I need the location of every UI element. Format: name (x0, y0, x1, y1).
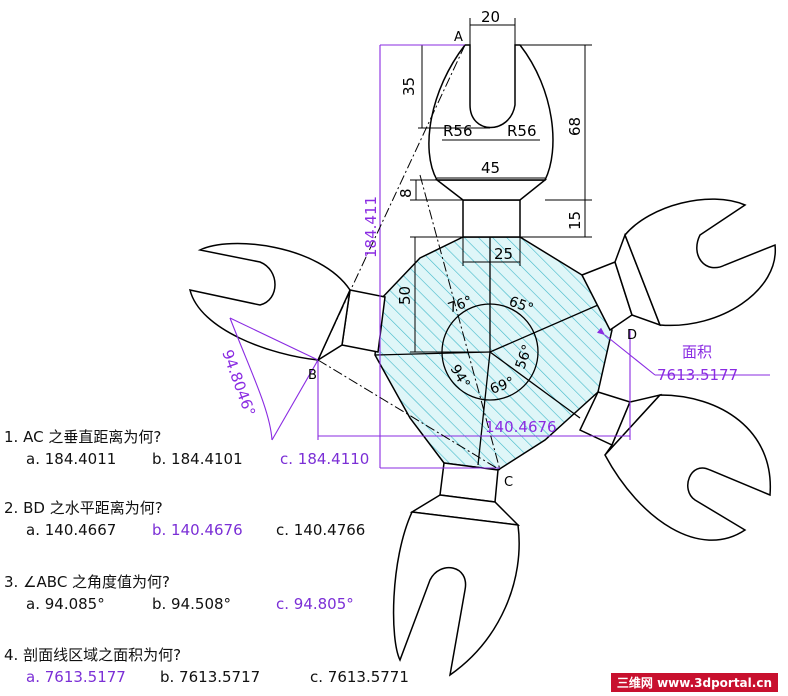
option-a: a. 184.4011 (26, 450, 117, 468)
angle-76: 76° (446, 293, 475, 317)
dim-angle-abc: 94.8046° (218, 347, 259, 418)
dim-15: 15 (566, 211, 584, 230)
option-b: b. 7613.5717 (160, 668, 261, 686)
right-lower-wrench (578, 391, 771, 541)
dim-68: 68 (566, 117, 584, 136)
dim-horizontal-bd: 140.4676 (485, 418, 557, 436)
option-c: c. 184.4110 (280, 450, 370, 468)
option-a: a. 7613.5177 (26, 668, 126, 686)
dim-35: 35 (400, 77, 418, 96)
bottom-wrench (392, 462, 521, 677)
area-label: 面积 (682, 343, 712, 361)
option-b: b. 94.508° (152, 595, 232, 613)
left-wrench (188, 242, 386, 362)
dim-r56-right: R56 (507, 122, 537, 140)
dim-r56-left: R56 (443, 122, 473, 140)
point-b-label: B (308, 368, 317, 383)
angle-69: 69° (488, 374, 517, 398)
dim-vertical-ac: 184.411 (362, 196, 380, 258)
question-4: 4. 剖面线区域之面积为何? a. 7613.5177 b. 7613.5717… (4, 644, 409, 688)
purple-dimensions (229, 44, 770, 469)
option-c: c. 140.4766 (276, 521, 366, 539)
dim-20: 20 (481, 8, 500, 26)
angle-56: 56° (513, 343, 537, 372)
area-value: 7613.5177 (657, 366, 738, 384)
question-1: 1. AC 之垂直距离为何? a. 184.4011 b. 184.4101 c… (4, 426, 369, 470)
right-upper-wrench (580, 198, 776, 332)
angle-65: 65° (507, 294, 536, 318)
question-text: 1. AC 之垂直距离为何? (4, 428, 162, 446)
chain-lines (317, 44, 501, 471)
dim-25: 25 (494, 245, 513, 263)
option-c: c. 94.805° (276, 595, 354, 613)
point-c-label: C (504, 475, 513, 490)
point-a-label: A (454, 30, 463, 45)
point-d-label: D (627, 328, 637, 343)
option-b: b. 184.4101 (152, 450, 243, 468)
dim-45: 45 (481, 159, 500, 177)
dim-50: 50 (396, 286, 414, 305)
option-a: a. 94.085° (26, 595, 105, 613)
question-3: 3. ∠ABC 之角度值为何? a. 94.085° b. 94.508° c.… (4, 571, 354, 615)
dim-8: 8 (397, 188, 415, 198)
question-text: 2. BD 之水平距离为何? (4, 499, 163, 517)
question-text: 3. ∠ABC 之角度值为何? (4, 573, 171, 591)
question-text: 4. 剖面线区域之面积为何? (4, 646, 182, 664)
radial-lines (374, 237, 599, 466)
watermark: 三维网 www.3dportal.cn (610, 673, 778, 692)
option-b: b. 140.4676 (152, 521, 243, 539)
top-wrench (428, 44, 554, 238)
option-c: c. 7613.5771 (310, 668, 409, 686)
question-2: 2. BD 之水平距离为何? a. 140.4667 b. 140.4676 c… (4, 497, 365, 541)
option-a: a. 140.4667 (26, 521, 117, 539)
dimension-lines (410, 18, 592, 353)
